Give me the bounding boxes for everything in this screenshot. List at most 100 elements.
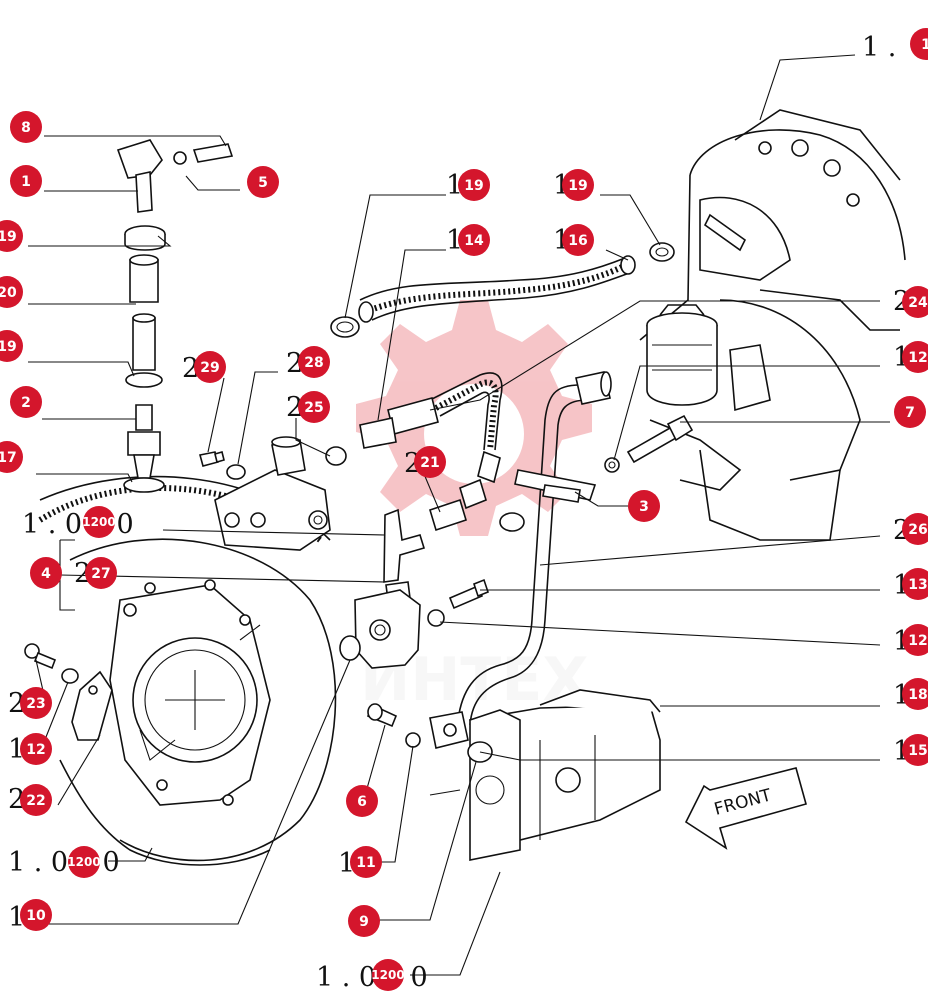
hydraulic-pump: [366, 689, 661, 861]
ref-22: 2: [8, 784, 25, 815]
callout-12-a-label: 12: [908, 350, 927, 366]
leader-lines: [28, 135, 890, 976]
ref-23: 2: [8, 688, 25, 719]
valve-body: [59, 436, 331, 611]
callout-28[interactable]: 28: [298, 346, 330, 378]
callout-19-a[interactable]: 19: [0, 220, 23, 252]
callout-15[interactable]: 15: [902, 734, 928, 766]
callout-22-label: 22: [26, 793, 45, 809]
callout-8[interactable]: 8: [10, 111, 42, 143]
callout-1-top-label: 1: [921, 37, 928, 53]
callout-19-c-label: 19: [464, 178, 483, 194]
fittings-21-27: [383, 478, 525, 601]
callout-14[interactable]: 14: [458, 224, 490, 256]
callout-1200-b-label: 1200: [67, 855, 100, 869]
callout-5[interactable]: 5: [247, 166, 279, 198]
callout-27[interactable]: 27: [85, 557, 117, 589]
callout-18-label: 18: [908, 687, 927, 703]
pipe-24: [325, 372, 503, 484]
flange-body: [339, 589, 421, 669]
callout-23-label: 23: [26, 696, 45, 712]
callout-12-b[interactable]: 12: [902, 624, 928, 656]
callout-17[interactable]: 17: [0, 441, 23, 473]
callout-12-c[interactable]: 12: [20, 733, 52, 765]
callout-19-b[interactable]: 19: [0, 330, 23, 362]
callout-13-label: 13: [908, 577, 927, 593]
callout-8-label: 8: [21, 120, 31, 136]
callout-19-a-label: 19: [0, 229, 17, 245]
callout-4[interactable]: 4: [30, 557, 62, 589]
callout-25-label: 25: [304, 400, 323, 416]
clamps-19: [330, 242, 675, 338]
callout-6[interactable]: 6: [346, 785, 378, 817]
callout-3[interactable]: 3: [628, 490, 660, 522]
callout-12-a[interactable]: 12: [902, 341, 928, 373]
ref-19c: 1: [446, 170, 463, 201]
callout-28-label: 28: [304, 355, 323, 371]
ref-25: 2: [286, 392, 303, 423]
pipe-26: [457, 371, 612, 726]
callout-12-c-label: 12: [26, 742, 45, 758]
cover-plate-22: [24, 643, 113, 741]
callout-12-b-label: 12: [908, 633, 927, 649]
hose-16: [358, 255, 636, 323]
callout-1200-b[interactable]: 1200: [67, 846, 101, 878]
callout-9[interactable]: 9: [348, 905, 380, 937]
callout-1200-a-label: 1200: [82, 515, 115, 529]
ref-14: 1: [446, 225, 463, 256]
callout-21-label: 21: [420, 455, 439, 471]
callout-25[interactable]: 25: [298, 391, 330, 423]
callout-7[interactable]: 7: [894, 396, 926, 428]
callout-29-label: 29: [200, 360, 219, 376]
callout-16[interactable]: 16: [562, 224, 594, 256]
callout-1200-c-label: 1200: [371, 968, 404, 982]
engine-block: [639, 54, 906, 541]
callout-26-label: 26: [908, 522, 927, 538]
filter-canister: [646, 304, 718, 406]
callout-2[interactable]: 2: [10, 386, 42, 418]
ref-top: 1 .: [862, 32, 896, 63]
callout-5-label: 5: [258, 175, 268, 191]
callout-29[interactable]: 29: [194, 351, 226, 383]
callout-17-label: 17: [0, 450, 17, 466]
ref-1200-c: 1 . 0 0 0: [316, 962, 428, 993]
callout-2-label: 2: [21, 395, 31, 411]
callout-16-label: 16: [568, 233, 587, 249]
callout-11[interactable]: 11: [350, 846, 382, 878]
callout-26[interactable]: 26: [902, 513, 928, 545]
callout-14-label: 14: [464, 233, 484, 249]
callout-19-b-label: 19: [0, 339, 17, 355]
ref-1200-a: 1 . 0 0 0: [22, 509, 134, 540]
callout-20[interactable]: 20: [0, 276, 23, 308]
callout-1[interactable]: 1: [10, 165, 42, 197]
callout-3-label: 3: [639, 499, 649, 515]
callout-19-c[interactable]: 19: [458, 169, 490, 201]
callout-24-label: 24: [908, 295, 928, 311]
callout-19-d-label: 19: [568, 178, 587, 194]
callout-18[interactable]: 18: [902, 678, 928, 710]
callout-1200-a[interactable]: 1200: [82, 506, 116, 538]
ref-12c: 1: [8, 734, 25, 765]
callout-10[interactable]: 10: [20, 899, 52, 931]
callout-1-label: 1: [21, 174, 31, 190]
callout-6-label: 6: [357, 794, 367, 810]
callout-23[interactable]: 23: [20, 687, 52, 719]
bolt-29: [199, 451, 246, 480]
ref-29: 2: [182, 353, 199, 384]
callout-11-label: 11: [356, 855, 375, 871]
callout-13[interactable]: 13: [902, 568, 928, 600]
callout-7-label: 7: [905, 405, 915, 421]
callout-1-top[interactable]: 1: [910, 28, 928, 60]
callout-10-label: 10: [26, 908, 46, 924]
bolt-13: [427, 578, 489, 627]
callout-1200-c[interactable]: 1200: [371, 959, 405, 991]
callout-badges[interactable]: 8 1 5 19 20 19 2 17 29 28 25 19 14 19 16…: [0, 28, 928, 991]
ref-1200-b: 1 . 0 0 0: [8, 847, 120, 878]
callout-24[interactable]: 24: [902, 286, 928, 318]
callout-20-label: 20: [0, 285, 17, 301]
callout-22[interactable]: 22: [20, 784, 52, 816]
callout-9-label: 9: [359, 914, 369, 930]
callout-19-d[interactable]: 19: [562, 169, 594, 201]
callout-21[interactable]: 21: [414, 446, 446, 478]
